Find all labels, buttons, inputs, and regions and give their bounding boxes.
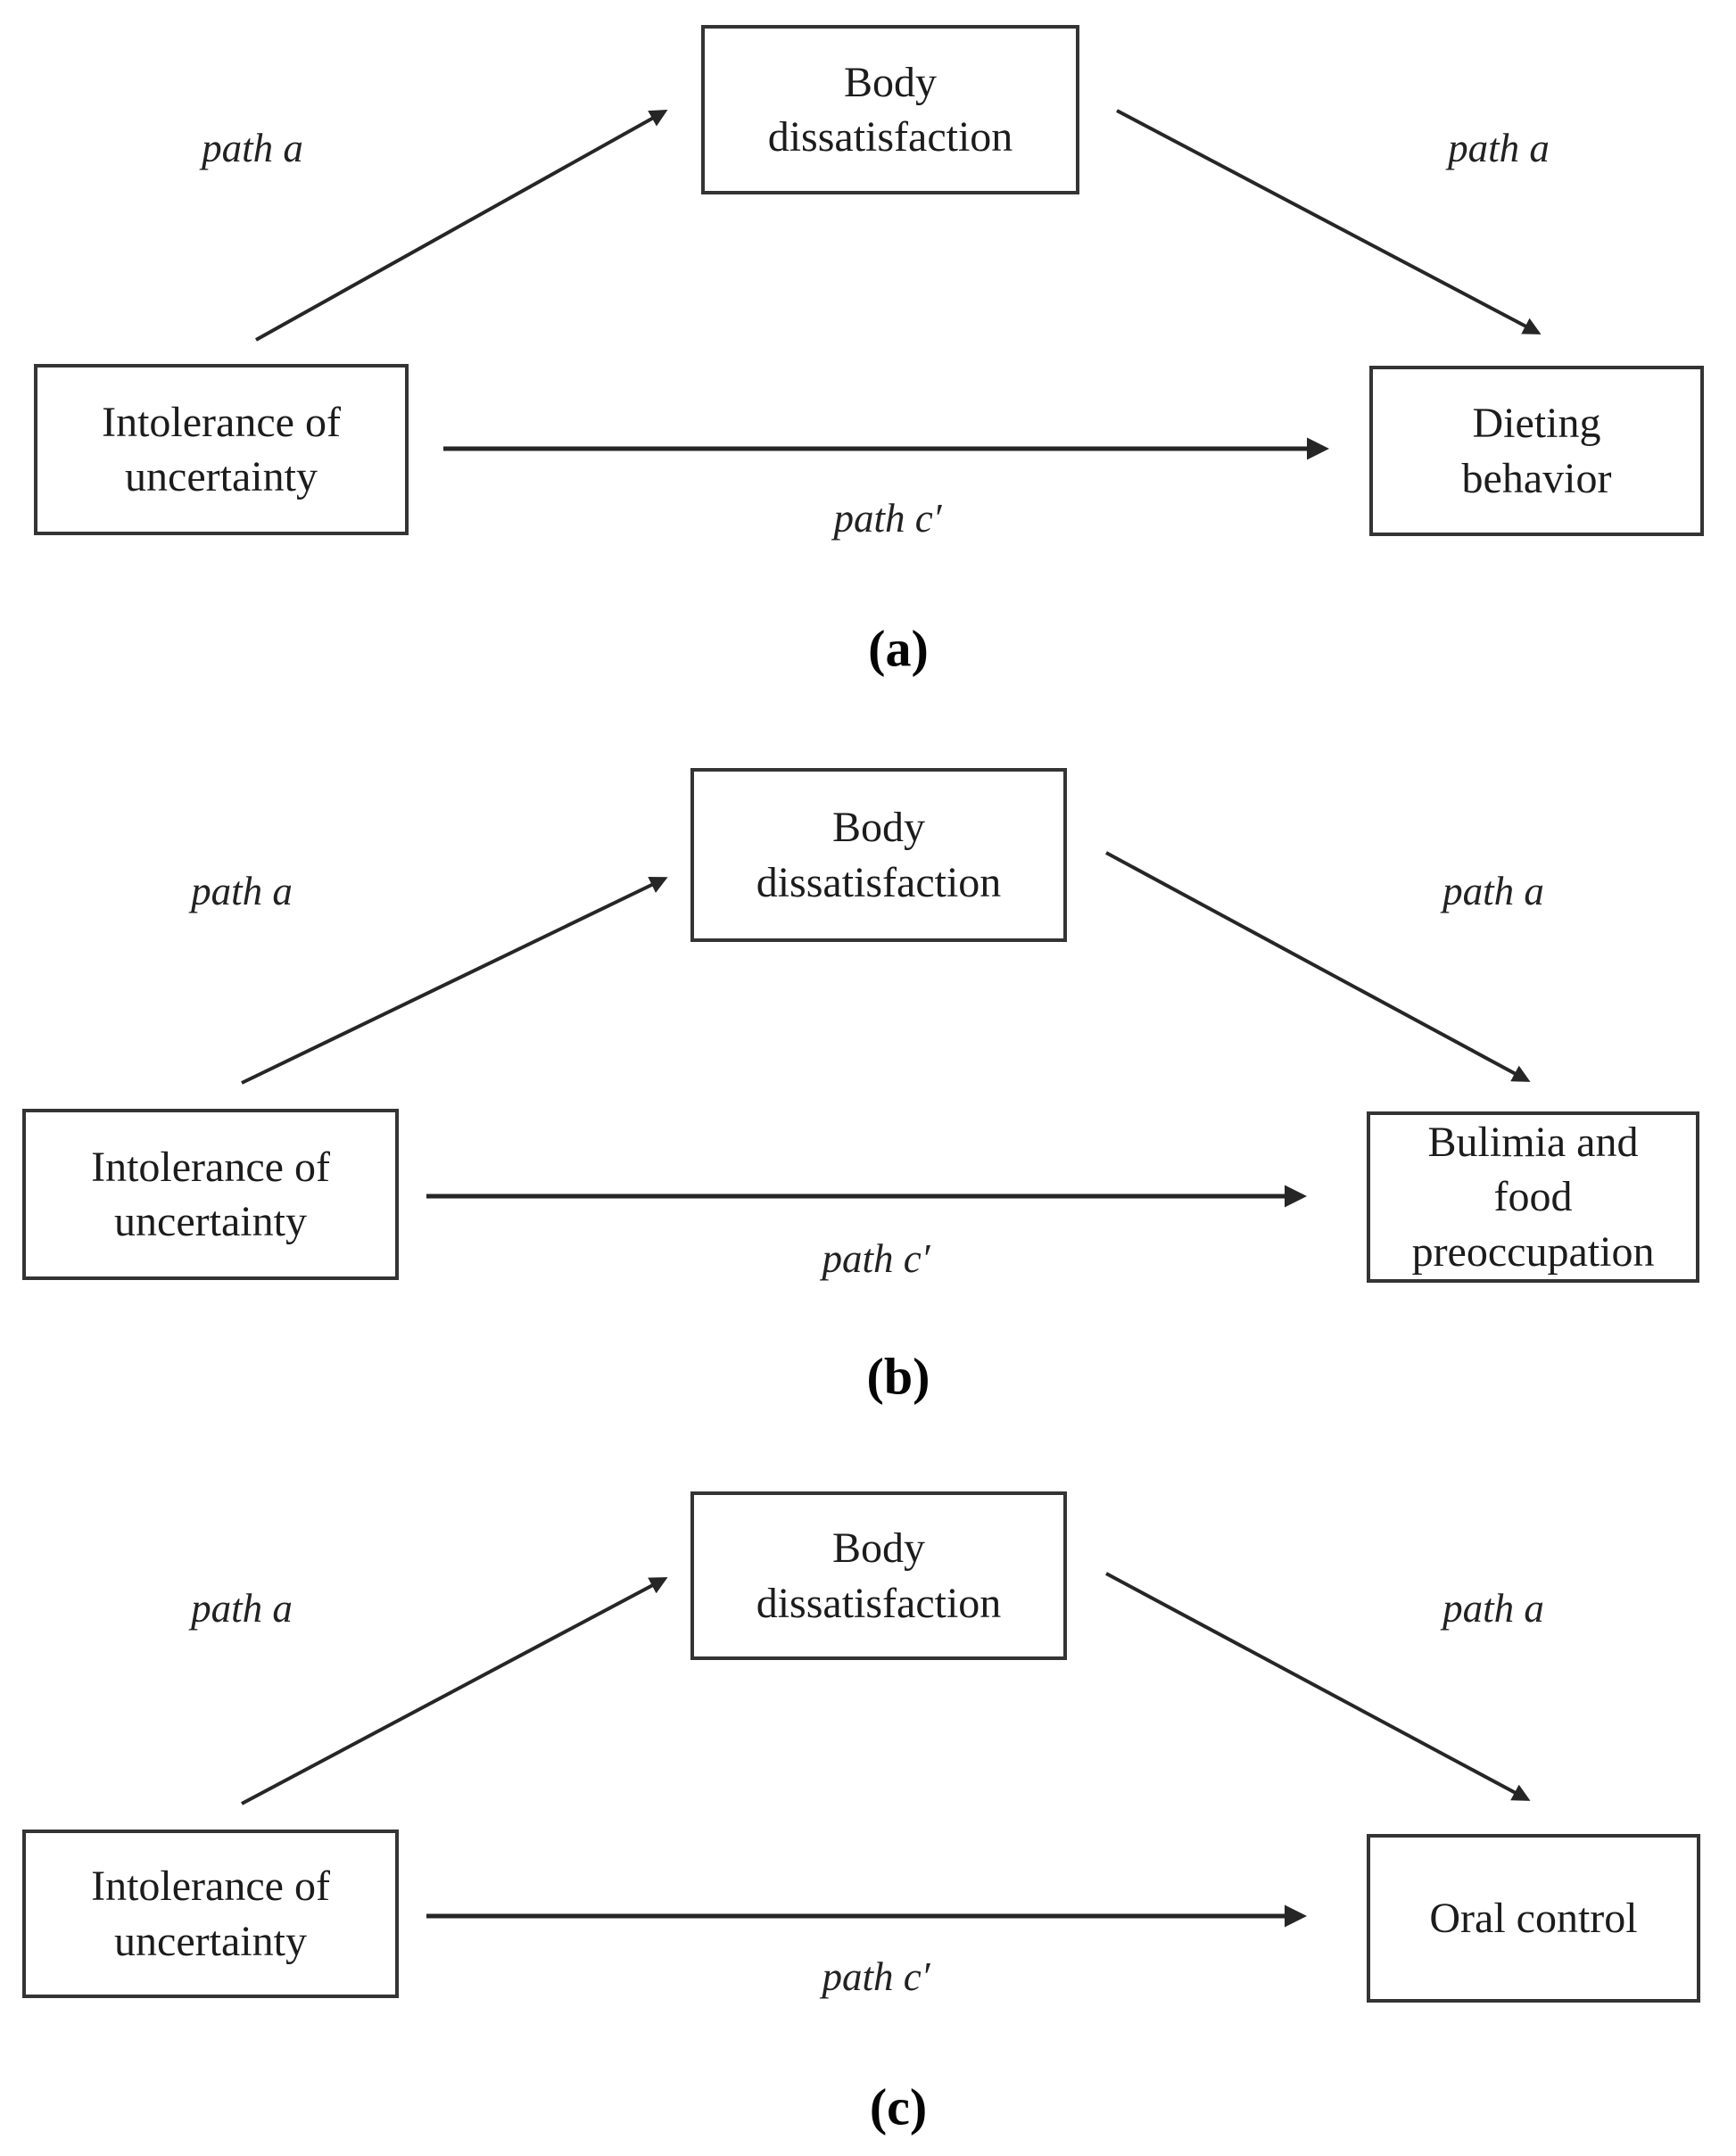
outcome-box: Oral control — [1367, 1834, 1700, 2003]
panel-letter: (b) — [866, 1347, 930, 1406]
mediator-box: Body dissatisfaction — [701, 25, 1079, 194]
path-a-left-arrow-c — [241, 1577, 668, 1805]
path-a-left-label: path a — [191, 1586, 293, 1631]
path-c-label: path c′ — [833, 496, 942, 541]
panel-letter: (a) — [868, 619, 929, 678]
path-a-right-label: path a — [1448, 126, 1550, 170]
path-a-left-arrow-a — [255, 110, 668, 342]
predictor-box: Intolerance of uncertainty — [22, 1109, 399, 1280]
predictor-box: Intolerance of uncertainty — [22, 1830, 399, 1998]
path-c-label: path c′ — [822, 1954, 930, 1999]
path-a-left-label: path a — [191, 869, 293, 913]
mediator-box: Body dissatisfaction — [690, 1491, 1067, 1660]
outcome-box: Bulimia and food preoccupation — [1367, 1111, 1699, 1283]
path-a-right-label: path a — [1443, 869, 1544, 913]
outcome-box: Dieting behavior — [1369, 366, 1704, 536]
path-a-right-label: path a — [1443, 1586, 1544, 1631]
path-a-left-arrow-b — [241, 876, 668, 1085]
path-c-label: path c′ — [822, 1236, 930, 1281]
path-a-left-label: path a — [202, 126, 303, 170]
mediator-box: Body dissatisfaction — [690, 768, 1067, 942]
panel-letter: (c) — [869, 2078, 928, 2136]
predictor-box: Intolerance of uncertainty — [34, 364, 409, 535]
